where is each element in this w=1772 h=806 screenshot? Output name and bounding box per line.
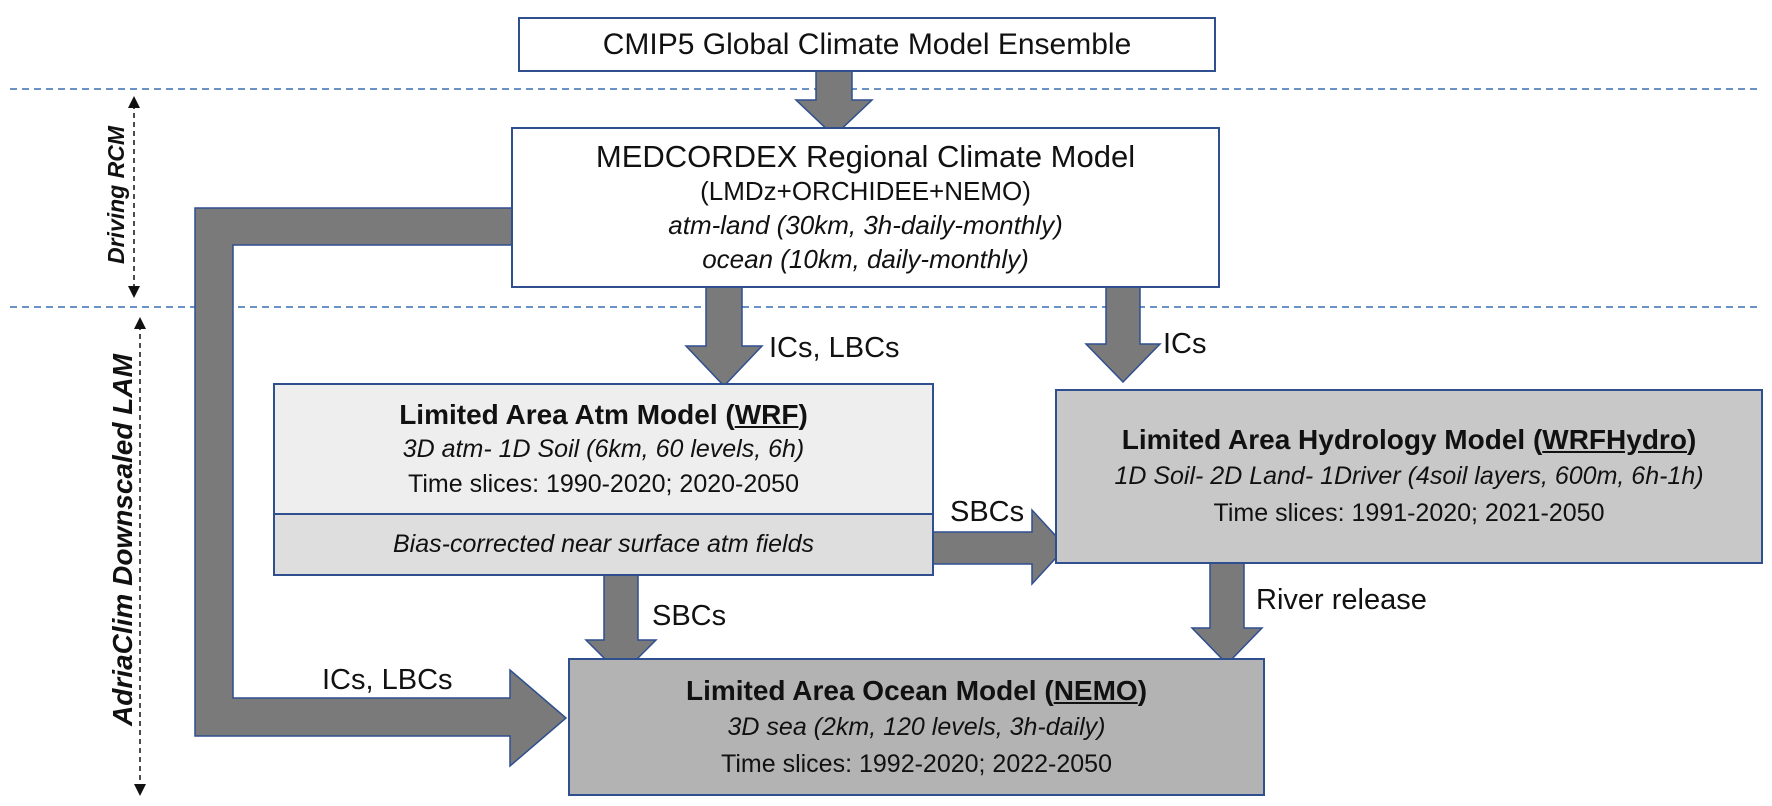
label-ics-lbcs-ocean: ICs, LBCs — [322, 664, 453, 696]
label-ics-lbcs-atm: ICs, LBCs — [769, 332, 900, 364]
arrow-cmip5-to-rcm — [794, 65, 874, 138]
atm-config: 3D atm- 1D Soil (6km, 60 levels, 6h) — [402, 434, 805, 463]
label-river-release: River release — [1256, 584, 1427, 616]
atm-box: Limited Area Atm Model (WRF) 3D atm- 1D … — [273, 383, 934, 576]
rcm-components: (LMDz+ORCHIDEE+NEMO) — [700, 175, 1031, 206]
ocean-config: 3D sea (2km, 120 levels, 3h-daily) — [727, 712, 1106, 741]
arrow-rcm-to-ocean — [194, 207, 571, 768]
rcm-ocean: ocean (10km, daily-monthly) — [702, 243, 1029, 274]
ocean-box: Limited Area Ocean Model (NEMO) 3D sea (… — [568, 658, 1265, 796]
side-label-downscaled: AdriaClim Downscaled LAM — [107, 354, 138, 726]
rcm-box: MEDCORDEX Regional Climate Model (LMDz+O… — [511, 127, 1220, 288]
ocean-title: Limited Area Ocean Model (NEMO) — [685, 674, 1148, 706]
hydro-config: 1D Soil- 2D Land- 1Driver (4soil layers,… — [1114, 462, 1704, 490]
hydro-title: Limited Area Hydrology Model (WRFHydro) — [1121, 424, 1697, 455]
cmip5-title: CMIP5 Global Climate Model Ensemble — [602, 27, 1132, 61]
atm-model-name: WRF — [734, 398, 799, 430]
side-label-driving: Driving RCM — [103, 126, 129, 264]
arrow-rcm-to-atm — [684, 281, 764, 388]
atm-slices: Time slices: 1990-2020; 2020-2050 — [408, 469, 799, 498]
driving-range-arrow — [128, 96, 140, 298]
ocean-slices: Time slices: 1992-2020; 2022-2050 — [721, 749, 1112, 778]
downscaled-range-arrow — [134, 317, 146, 796]
atm-bias-note: Bias-corrected near surface atm fields — [392, 530, 814, 558]
ocean-model-name: NEMO — [1053, 674, 1138, 706]
cmip5-box: CMIP5 Global Climate Model Ensemble — [518, 17, 1216, 72]
rcm-atm-land: atm-land (30km, 3h-daily-monthly) — [668, 209, 1063, 240]
atm-bias-section: Bias-corrected near surface atm fields — [275, 515, 932, 574]
rcm-title: MEDCORDEX Regional Climate Model — [595, 138, 1136, 174]
label-sbcs-ocean: SBCs — [652, 600, 727, 632]
atm-main: Limited Area Atm Model (WRF) 3D atm- 1D … — [275, 385, 932, 515]
atm-title: Limited Area Atm Model (WRF) — [399, 398, 808, 430]
label-sbcs-hydro: SBCs — [950, 496, 1025, 528]
hydro-model-name: WRFHydro — [1542, 424, 1687, 455]
arrow-hydro-to-ocean — [1190, 552, 1264, 666]
label-ics-hydro: ICs — [1163, 328, 1207, 360]
hydro-box: Limited Area Hydrology Model (WRFHydro) … — [1055, 389, 1763, 564]
hydro-slices: Time slices: 1991-2020; 2021-2050 — [1213, 499, 1605, 527]
arrow-rcm-to-hydro — [1084, 276, 1162, 384]
